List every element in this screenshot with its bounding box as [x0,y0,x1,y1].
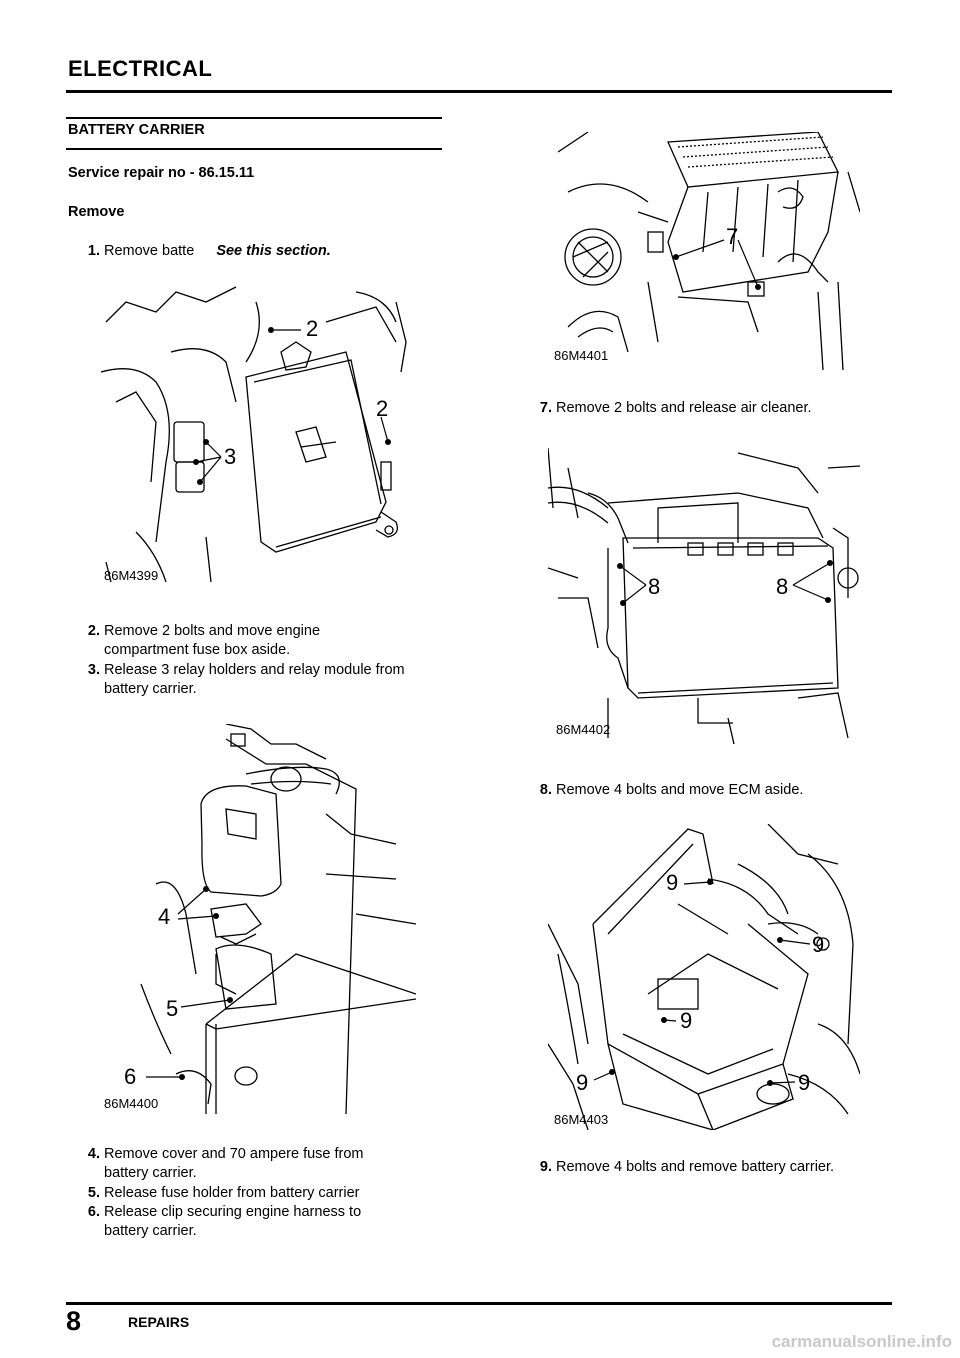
step-number: 3. [87,662,100,678]
step-number: 1. [87,243,100,259]
figure-callout: 8 [648,574,660,599]
step-text: Remove 4 bolts and move ECM aside. [556,782,804,798]
ecm-illustration: 8 8 86M4402 [548,448,860,744]
service-repair-number: Service repair no - 86.15.11 [68,165,255,181]
step-6: 6. Release clip securing engine harness … [68,1203,448,1243]
step-number: 2. [87,623,100,639]
figure-callout: 5 [166,996,178,1021]
figure-callout: 7 [726,224,738,249]
step-number: 7. [539,400,552,416]
figure-callout: 2 [376,396,388,421]
header-rule [66,90,892,93]
fuse-holder-illustration: 4 5 6 86M4400 [104,724,416,1114]
step-8: 8. Remove 4 bolts and move ECM aside. [520,781,900,801]
figure-callout: 4 [158,904,170,929]
step-text: Remove cover and 70 ampere fuse from [104,1146,364,1162]
step-text-continued: battery carrier. [104,1165,197,1181]
step-number: 4. [87,1146,100,1162]
step-text: Release fuse holder from battery carrier [104,1185,360,1201]
step-text: Release clip securing engine harness to [104,1204,362,1220]
figure-callout: 9 [666,870,678,895]
figure-id-label: 86M4399 [104,568,158,582]
step-number: 6. [87,1204,100,1220]
air-cleaner-illustration: 7 86M4401 [554,132,860,370]
cross-reference-link[interactable]: See this section. [216,243,331,259]
remove-heading: Remove [68,204,125,220]
step-4: 4. Remove cover and 70 ampere fuse from … [68,1145,448,1185]
figure-callout: 8 [776,574,788,599]
figure-id-label: 86M4403 [554,1112,608,1127]
figure-callout: 6 [124,1064,136,1089]
figure-id-label: 86M4401 [554,348,608,363]
step-text: Release 3 relay holders and relay module… [104,662,405,678]
footer-label: REPAIRS [128,1314,190,1330]
figure-callout: 2 [306,316,318,341]
step-text: Remove 2 bolts and release air cleaner. [556,400,812,416]
watermark: carmanualsonline.info [771,1332,952,1351]
fuse-box-illustration: 2 2 3 86M4399 [100,286,407,582]
step-text: Remove 2 bolts and move engine [104,623,321,639]
step-1: 1. Remove batte See this section. [68,242,448,262]
section-rule-top [66,117,442,119]
figure-callout: 9 [680,1008,692,1033]
figure-86M4403: 9 9 9 9 9 86M4403 [548,824,860,1130]
step-5: 5. Release fuse holder from battery carr… [68,1184,448,1204]
page-header-title: ELECTRICAL [68,56,213,81]
section-title: BATTERY CARRIER [68,122,205,138]
figure-86M4400: 4 5 6 86M4400 [96,724,416,1114]
step-text-continued: battery carrier. [104,681,197,697]
battery-carrier-illustration: 9 9 9 9 9 86M4403 [548,824,860,1130]
figure-86M4401: 7 86M4401 [548,132,860,370]
step-3: 3. Release 3 relay holders and relay mod… [68,661,458,701]
step-text-continued: battery carrier. [104,1223,197,1239]
step-text: Remove batte [104,243,195,259]
footer-rule [66,1302,892,1305]
figure-86M4399: 2 2 3 86M4399 [96,282,416,582]
step-text: Remove 4 bolts and remove battery carrie… [556,1159,835,1175]
step-number: 8. [539,782,552,798]
step-7: 7. Remove 2 bolts and release air cleane… [520,399,900,419]
figure-callout: 9 [576,1070,588,1095]
figure-id-label: 86M4402 [556,722,610,737]
figure-callout: 9 [798,1070,810,1095]
figure-callout: 3 [224,444,236,469]
step-number: 5. [87,1185,100,1201]
page-number: 8 [66,1306,82,1336]
figure-callout: 9 [812,932,824,957]
figure-id-label: 86M4400 [104,1096,158,1111]
step-2: 2. Remove 2 bolts and move engine compar… [68,622,448,662]
step-number: 9. [539,1159,552,1175]
step-9: 9. Remove 4 bolts and remove battery car… [520,1158,900,1178]
figure-86M4402: 8 8 86M4402 [548,448,860,744]
step-text-continued: compartment fuse box aside. [104,642,291,658]
section-rule-bottom [66,148,442,150]
